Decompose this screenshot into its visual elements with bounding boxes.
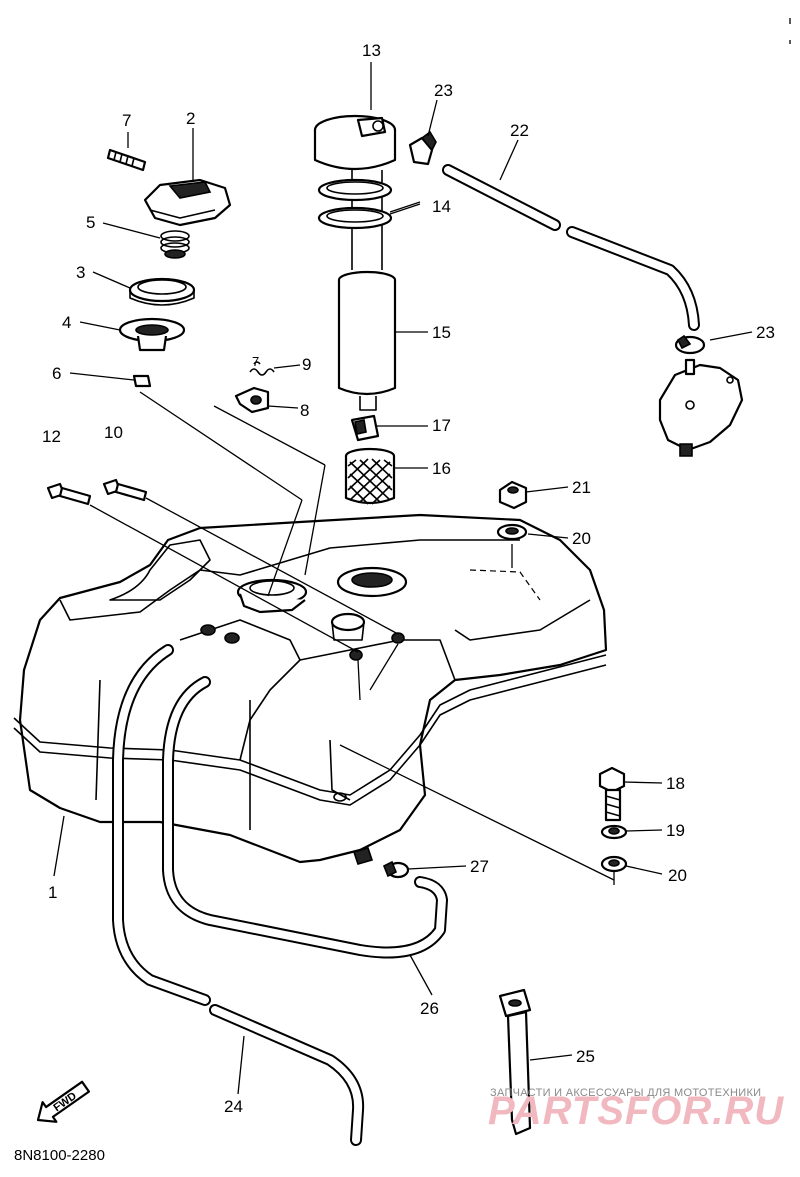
callout-4: 4 — [62, 313, 71, 332]
pin-7 — [106, 148, 147, 172]
fuel-tank — [13, 513, 608, 865]
washer-19 — [600, 824, 628, 840]
callout-8: 8 — [300, 401, 309, 420]
callout-16: 16 — [432, 459, 451, 478]
hose-26 — [162, 676, 448, 959]
watermark-brand: PARTSFOR.RU — [488, 1089, 784, 1133]
callout-12: 12 — [42, 427, 61, 446]
washer-20-bottom — [600, 855, 628, 873]
callout-26: 26 — [420, 999, 439, 1018]
joint-17 — [350, 414, 380, 442]
callout-14: 14 — [432, 197, 451, 216]
fuel-pump — [658, 358, 744, 457]
hose-clamp-23-right — [674, 334, 706, 355]
diagram-code: 8N8100-2280 — [14, 1147, 105, 1164]
callout-5: 5 — [86, 213, 95, 232]
leader-lines — [53, 62, 753, 1095]
watermark: ЗАПЧАСТИ И АКСЕССУАРЫ ДЛЯ МОТОТЕХНИКИ PA… — [488, 1087, 784, 1133]
hose-24 — [112, 644, 365, 1146]
callout-23-top: 23 — [434, 81, 453, 100]
callout-9: 9 — [302, 355, 311, 374]
washer-20-top — [496, 523, 528, 541]
hose-22 — [442, 164, 700, 331]
callout-13: 13 — [362, 41, 381, 60]
watermark-caption: ЗАПЧАСТИ И АКСЕССУАРЫ ДЛЯ МОТОТЕХНИКИ — [490, 1087, 761, 1099]
spring-5 — [160, 230, 190, 259]
clip-27 — [382, 860, 410, 879]
fuel-cap-2 — [143, 178, 232, 227]
callout-22: 22 — [510, 121, 529, 140]
callout-1: 1 — [48, 883, 57, 902]
strainer-15 — [337, 270, 397, 411]
bolt-12 — [46, 482, 92, 506]
callout-23-right: 23 — [756, 323, 775, 342]
bolt-18 — [598, 766, 626, 822]
callout-6: 6 — [52, 364, 61, 383]
callout-24: 24 — [224, 1097, 243, 1116]
callout-15: 15 — [432, 323, 451, 342]
callout-numbers: 1 2 3 4 5 6 7 7 8 9 10 12 13 14 15 16 17… — [42, 41, 775, 1116]
bolt-10 — [102, 478, 148, 502]
cap-seat-4 — [118, 317, 186, 352]
gasket-3 — [128, 277, 196, 306]
callout-27: 27 — [470, 857, 489, 876]
hose-clamp-23-top — [408, 130, 437, 166]
callout-2: 2 — [186, 109, 195, 128]
o-rings-14 — [317, 178, 393, 230]
callout-18: 18 — [666, 774, 685, 793]
callout-21: 21 — [572, 478, 591, 497]
callout-10: 10 — [104, 423, 123, 442]
bracket-8 — [234, 386, 270, 414]
callout-7-second: 7 — [252, 354, 259, 369]
screw-6 — [132, 374, 152, 388]
spring-9 — [249, 361, 275, 376]
forward-arrow: FWD — [36, 1080, 91, 1123]
nut-21 — [498, 480, 528, 510]
callout-20-top: 20 — [572, 529, 591, 548]
callout-17: 17 — [432, 416, 451, 435]
callout-3: 3 — [76, 263, 85, 282]
callout-25: 25 — [576, 1047, 595, 1066]
callout-19: 19 — [666, 821, 685, 840]
callout-20-bottom: 20 — [668, 866, 687, 885]
callout-7: 7 — [122, 111, 131, 130]
filter-16 — [344, 447, 396, 505]
strap-25 — [498, 988, 532, 1136]
